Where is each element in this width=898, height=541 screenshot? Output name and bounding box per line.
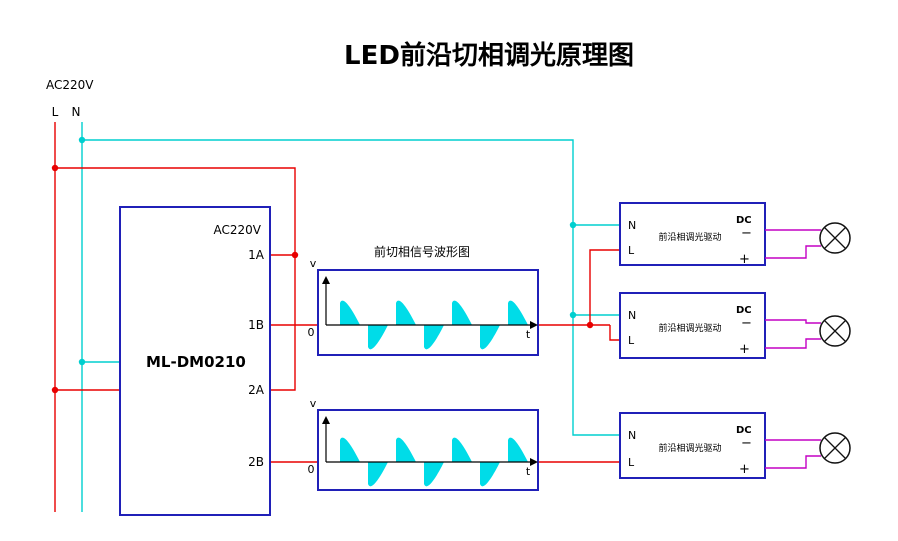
driver3-l-label: L: [628, 456, 635, 469]
driver3-n-label: N: [628, 429, 636, 442]
driver2-name-label: 前沿相调光驱动: [658, 322, 721, 334]
lamp-cross-icon: [824, 320, 846, 342]
mains-supply-labels: AC220V L N: [46, 78, 94, 119]
driver1-dc-label: DC: [736, 215, 752, 226]
terminal-1b-label: 1B: [248, 318, 264, 332]
lamp-2: [819, 315, 851, 347]
origin-label-1: 0: [308, 326, 315, 339]
dc-plus-wire-1: [765, 245, 821, 259]
driver1-name-label: 前沿相调光驱动: [658, 231, 721, 243]
lamp-icon: [819, 432, 851, 464]
junction-neutral-driver1: [569, 221, 577, 229]
t-axis-label-2: t: [526, 465, 531, 478]
driver2-minus-label: −: [741, 316, 752, 331]
driver3-plus-label: +: [739, 462, 750, 477]
neutral-branch-to-drivers: [82, 139, 620, 436]
lamp-1: [819, 222, 851, 254]
driver1-plus-label: +: [739, 252, 750, 267]
junction-live-top: [51, 164, 59, 172]
terminal-2a-label: 2A: [248, 383, 265, 397]
led-driver-2: N L 前沿相调光驱动 DC − +: [619, 292, 766, 359]
waveform-box-1: [317, 269, 539, 356]
live-feed-1a-2a: [55, 167, 296, 391]
t-axis-label-1: t: [526, 328, 531, 341]
dimmer-box: [119, 206, 271, 516]
waveform-panel-2: v 0 t: [308, 397, 539, 491]
x-axis-arrow-2: [530, 458, 538, 466]
origin-label-2: 0: [308, 463, 315, 476]
driver3-minus-label: −: [741, 436, 752, 451]
dimmer-input-label: AC220V: [214, 223, 262, 237]
terminal-2b-label: 2B: [248, 455, 264, 469]
driver1-l-label: L: [628, 244, 635, 257]
dc-plus-wire-2: [765, 338, 821, 349]
lamp-cross-icon: [824, 227, 846, 249]
junction-live-1a: [291, 251, 299, 259]
driver1-minus-label: −: [741, 226, 752, 241]
x-axis-arrow-1: [530, 321, 538, 329]
live-label: L: [52, 105, 59, 119]
junction-live-input: [51, 386, 59, 394]
driver2-n-label: N: [628, 309, 636, 322]
lamp-3: [819, 432, 851, 464]
junction-neutral-driver2: [569, 311, 577, 319]
v-axis-label-2: v: [310, 397, 317, 410]
driver3-dc-label: DC: [736, 425, 752, 436]
lamp-cross-icon: [824, 437, 846, 459]
junction-dots: [51, 136, 594, 394]
driver-box-3: [619, 412, 766, 479]
dc-output-wires: [765, 229, 821, 469]
neutral-label: N: [72, 105, 81, 119]
led-driver-3: N L 前沿相调光驱动 DC − +: [619, 412, 766, 479]
supply-voltage-label: AC220V: [46, 78, 94, 92]
driver2-l-label: L: [628, 334, 635, 347]
driver1-n-label: N: [628, 219, 636, 232]
dc-plus-wire-3: [765, 455, 821, 469]
y-axis-arrow-2: [322, 416, 330, 424]
driver2-dc-label: DC: [736, 305, 752, 316]
dimmer-module: AC220V 1A 1B 2A 2B ML-DM0210: [119, 206, 271, 516]
driver-box-2: [619, 292, 766, 359]
junction-neutral-top: [78, 136, 86, 144]
waveform-panel-1: 前切相信号波形图 v 0 t: [308, 244, 539, 356]
dimmer-model-label: ML-DM0210: [146, 353, 246, 371]
waveform-title: 前切相信号波形图: [374, 244, 470, 259]
driver2-plus-label: +: [739, 342, 750, 357]
page-title: LED前沿切相调光原理图: [344, 40, 634, 71]
led-driver-1: N L 前沿相调光驱动 DC − +: [619, 202, 766, 267]
wire-1b-driver1-branch: [589, 249, 620, 325]
junction-1b-branch: [586, 321, 594, 329]
lamp-icon: [819, 315, 851, 347]
y-axis-arrow-1: [322, 276, 330, 284]
lamp-icon: [819, 222, 851, 254]
junction-neutral-input: [78, 358, 86, 366]
v-axis-label-1: v: [310, 257, 317, 270]
terminal-1a-label: 1A: [248, 248, 265, 262]
driver-box-1: [619, 202, 766, 266]
wire-1b-driver2-branch: [609, 325, 620, 341]
driver3-name-label: 前沿相调光驱动: [658, 442, 721, 454]
dc-minus-wire-2: [765, 319, 821, 324]
waveform-box-2: [317, 409, 539, 491]
